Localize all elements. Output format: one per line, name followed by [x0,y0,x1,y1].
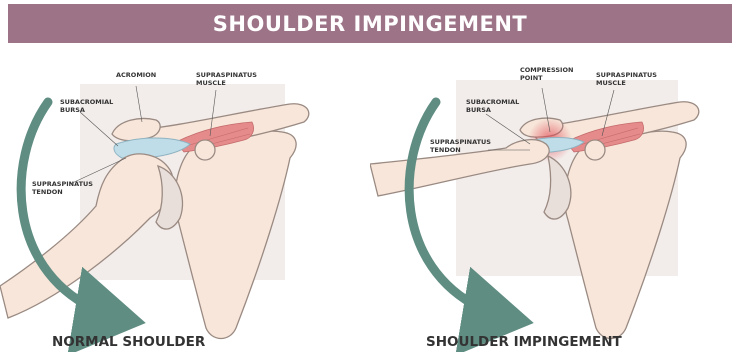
label-supraspinatus-tendon: SUPRASPINATUS TENDON [32,180,93,196]
coracoid-process [195,140,215,160]
label-compression-point: COMPRESSION POINT [520,66,573,82]
label-acromion: ACROMION [116,71,156,79]
label-supraspinatus-muscle: SUPRASPINATUS MUSCLE [196,71,257,87]
normal-shoulder-illustration [0,46,370,352]
label-supraspinatus-tendon: SUPRASPINATUS TENDON [430,138,491,154]
page-title: SHOULDER IMPINGEMENT [213,12,527,36]
normal-shoulder-panel: ACROMION SUPRASPINATUS MUSCLE SUBACROMIA… [0,46,370,352]
caption-shoulder-impingement: SHOULDER IMPINGEMENT [426,334,622,350]
caption-normal-shoulder: NORMAL SHOULDER [52,334,205,350]
impingement-illustration [370,46,740,352]
label-supraspinatus-muscle: SUPRASPINATUS MUSCLE [596,71,657,87]
title-banner: SHOULDER IMPINGEMENT [8,4,732,43]
coracoid-process [585,140,605,160]
label-subacromial-bursa: SUBACROMIAL BURSA [466,98,519,114]
impingement-panel: COMPRESSION POINT SUPRASPINATUS MUSCLE S… [370,46,740,352]
label-subacromial-bursa: SUBACROMIAL BURSA [60,98,113,114]
